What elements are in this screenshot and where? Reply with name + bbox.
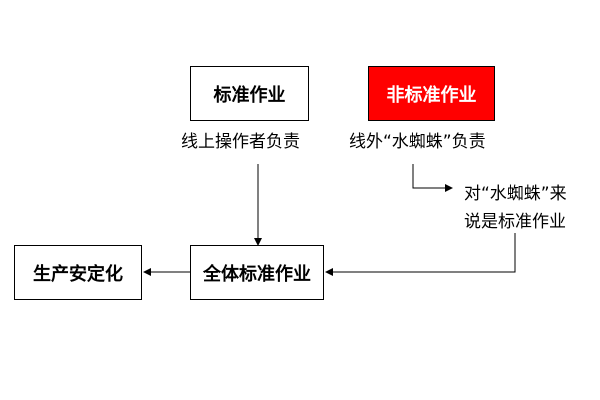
arrow-note-to-all [325, 233, 516, 276]
water-spider-label: 线外“水蜘蛛”负责 [349, 132, 486, 152]
note-line-2: 说是标准作业 [464, 212, 566, 232]
non-standard-work-text: 非标准作业 [386, 84, 477, 106]
all-standard-work-box: 全体标准作业 [190, 245, 324, 300]
note-line-1: 对“水蜘蛛”来 [464, 184, 567, 204]
line-operator-label: 线上操作者负责 [181, 132, 300, 152]
production-stability-box: 生产安定化 [14, 245, 142, 300]
arrow-spider-to-note [412, 164, 453, 192]
standard-work-text: 标准作业 [213, 84, 286, 106]
all-standard-work-text: 全体标准作业 [203, 263, 311, 285]
non-standard-work-box: 非标准作业 [368, 66, 495, 121]
standard-work-box: 标准作业 [190, 66, 309, 121]
production-stability-text: 生产安定化 [33, 263, 123, 285]
water-spider-note: 对“水蜘蛛”来 说是标准作业 [464, 180, 567, 236]
